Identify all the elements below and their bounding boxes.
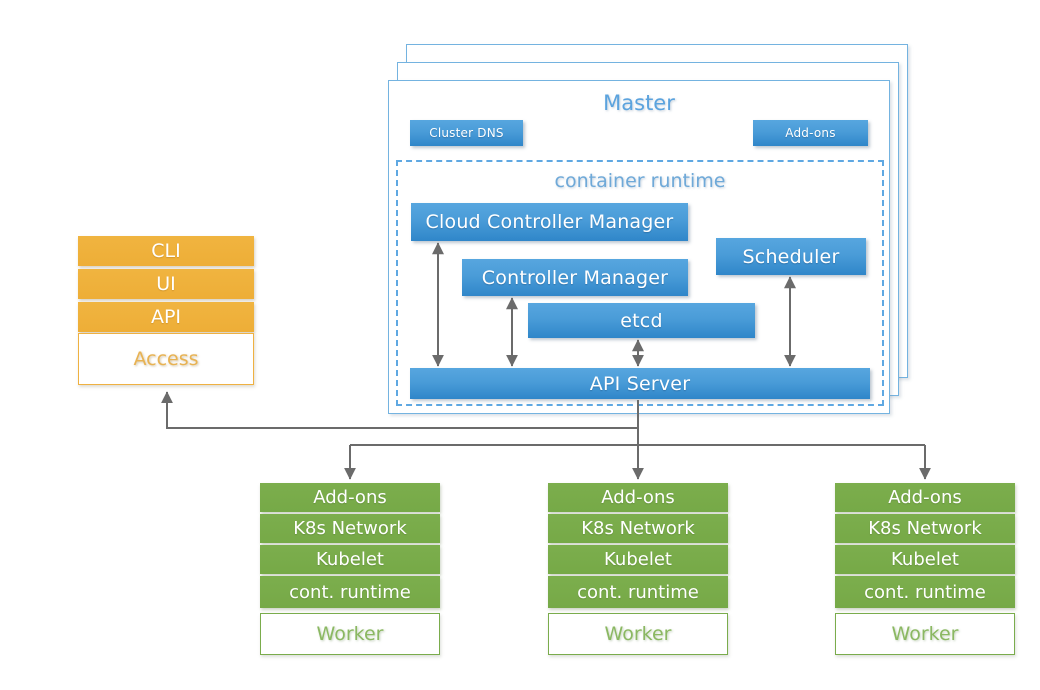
cluster-dns-box[interactable]: Cluster DNS bbox=[410, 120, 523, 146]
worker-2-row-cont-runtime[interactable]: cont. runtime bbox=[548, 576, 728, 608]
master-title: Master bbox=[603, 91, 675, 115]
api-server-box[interactable]: API Server bbox=[410, 368, 870, 399]
container-runtime-title: container runtime bbox=[554, 170, 726, 192]
cloud-controller-manager-box[interactable]: Cloud Controller Manager bbox=[411, 203, 688, 241]
access-group-label[interactable]: Access bbox=[78, 333, 254, 385]
worker-3-row-cont-runtime[interactable]: cont. runtime bbox=[835, 576, 1015, 608]
etcd-box[interactable]: etcd bbox=[528, 303, 755, 338]
worker-1-row-addons[interactable]: Add-ons bbox=[260, 483, 440, 512]
container-runtime-group: container runtime bbox=[396, 160, 884, 406]
worker-1-row-k8s-network[interactable]: K8s Network bbox=[260, 514, 440, 543]
access-item-api[interactable]: API bbox=[78, 302, 254, 332]
worker-3-row-k8s-network[interactable]: K8s Network bbox=[835, 514, 1015, 543]
scheduler-box[interactable]: Scheduler bbox=[716, 238, 866, 275]
access-item-ui[interactable]: UI bbox=[78, 269, 254, 299]
worker-3-label[interactable]: Worker bbox=[835, 613, 1015, 655]
worker-1-row-kubelet[interactable]: Kubelet bbox=[260, 545, 440, 574]
worker-2-row-kubelet[interactable]: Kubelet bbox=[548, 545, 728, 574]
worker-2-label[interactable]: Worker bbox=[548, 613, 728, 655]
worker-1-label[interactable]: Worker bbox=[260, 613, 440, 655]
worker-3-row-kubelet[interactable]: Kubelet bbox=[835, 545, 1015, 574]
access-item-cli[interactable]: CLI bbox=[78, 236, 254, 266]
worker-2-row-addons[interactable]: Add-ons bbox=[548, 483, 728, 512]
controller-manager-box[interactable]: Controller Manager bbox=[462, 259, 688, 296]
worker-3-row-addons[interactable]: Add-ons bbox=[835, 483, 1015, 512]
worker-2-row-k8s-network[interactable]: K8s Network bbox=[548, 514, 728, 543]
worker-1-row-cont-runtime[interactable]: cont. runtime bbox=[260, 576, 440, 608]
master-addons-box[interactable]: Add-ons bbox=[753, 120, 868, 146]
